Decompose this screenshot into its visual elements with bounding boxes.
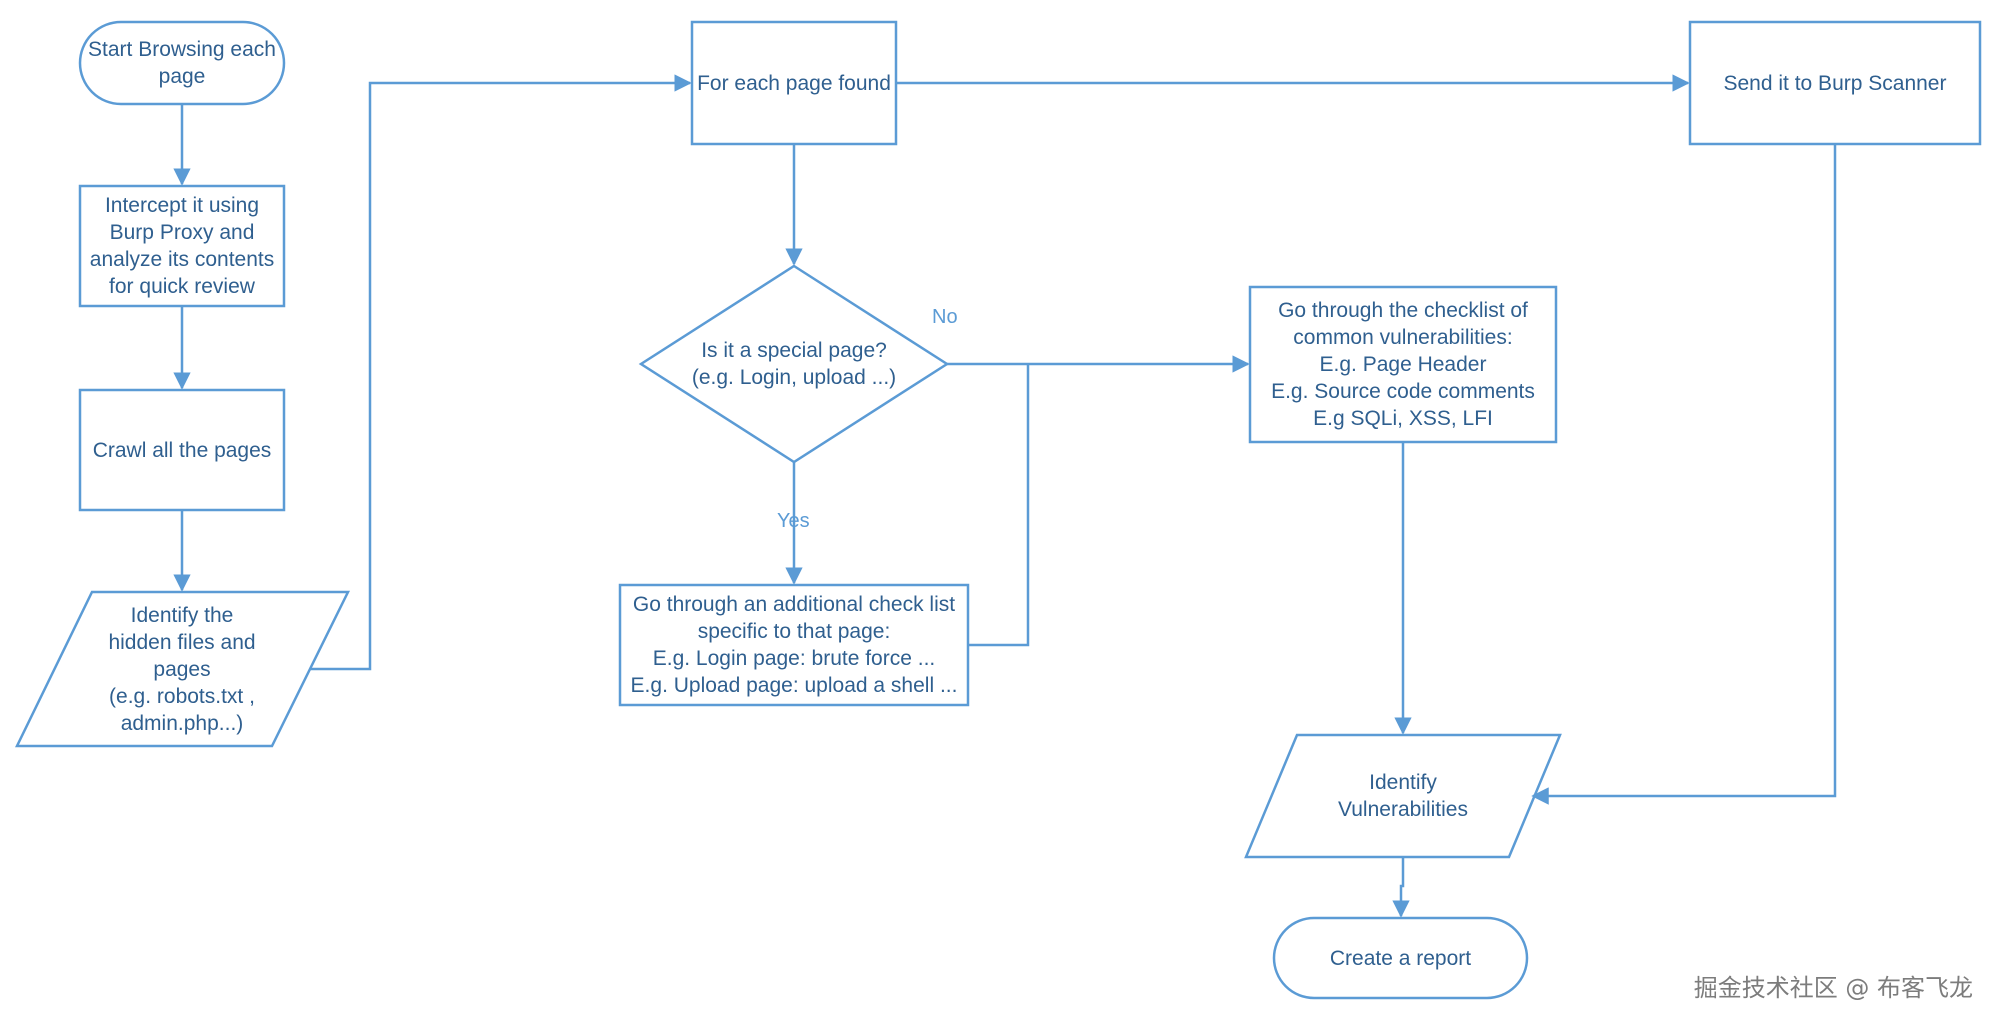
additional-checklist-lines: Go through an additional check list speci… <box>631 591 958 699</box>
start-label: Start Browsing each page <box>80 22 284 104</box>
report-terminator <box>1272 916 1529 1000</box>
text-line: Burp Proxy and <box>109 221 255 244</box>
text-line: Identify <box>1369 771 1437 794</box>
start-lines: Start Browsing each page <box>88 36 276 90</box>
text-line: analyze its contents <box>89 248 275 271</box>
edge-identify-to-report <box>1392 857 1410 918</box>
watermark: 掘金技术社区 @ 布客飞龙 <box>1693 974 1973 1002</box>
crawl-lines: Crawl all the pages <box>93 437 272 464</box>
text-line: E.g. Upload page: upload a shell ... <box>630 674 958 697</box>
edge-additional-to-merge <box>968 364 1030 647</box>
text-line: E.g. Source code comments <box>1271 380 1535 403</box>
text-line: pages <box>153 657 211 681</box>
text-line: Go through an additional check list <box>632 593 956 616</box>
text-line: admin.php...) <box>120 711 244 735</box>
text-line: E.g. Login page: brute force ... <box>652 647 936 670</box>
hidden-files-parallelogram <box>15 590 351 748</box>
text-line: Crawl all the pages <box>92 438 272 462</box>
report-label: Create a report <box>1274 918 1527 998</box>
report-lines: Create a report <box>1330 945 1471 972</box>
text-line: E.g SQLi, XSS, LFI <box>1313 407 1493 430</box>
text-line: page <box>158 65 206 88</box>
crawl-label: Crawl all the pages <box>80 390 284 510</box>
special-page-lines: Is it a special page? (e.g. Login, upload… <box>692 337 896 391</box>
text-line: E.g. Page Header <box>1319 353 1487 376</box>
identify-vulnerabilities-parallelogram <box>1244 733 1562 859</box>
common-checklist-label: Go through the checklist of common vulner… <box>1250 287 1556 442</box>
edge-label-no: No <box>932 306 958 328</box>
each-page-lines: For each page found <box>697 70 891 97</box>
text-line: For each page found <box>697 71 891 95</box>
text-line: Go through the checklist of <box>1278 299 1528 322</box>
text-line: Create a report <box>1329 946 1472 970</box>
text-line: for quick review <box>109 275 255 298</box>
edge-label-yes: Yes <box>777 510 810 532</box>
text-line: Vulnerabilities <box>1338 798 1468 821</box>
text-line: (e.g. robots.txt , <box>109 684 255 708</box>
text-line: Send it to Burp Scanner <box>1723 71 1947 95</box>
text-line: (e.g. Login, upload ...) <box>691 366 897 389</box>
text-line: Intercept it using <box>104 194 260 217</box>
common-checklist-lines: Go through the checklist of common vulner… <box>1271 297 1535 432</box>
text-line: hidden files and <box>108 630 256 654</box>
text-line: specific to that page: <box>697 620 891 643</box>
burp-scanner-label: Send it to Burp Scanner <box>1690 22 1980 144</box>
hidden-files-lines: Identify the hidden files and pages (e.g. r… <box>108 602 255 737</box>
text-line: common vulnerabilities: <box>1293 326 1513 349</box>
additional-checklist-label: Go through an additional check list speci… <box>620 585 968 705</box>
text-line: Is it a special page? <box>701 339 887 362</box>
special-page-label: Is it a special page? (e.g. Login, upload… <box>661 330 927 398</box>
each-page-label: For each page found <box>692 22 896 144</box>
text-line: Start Browsing each <box>88 38 276 61</box>
burp-scanner-lines: Send it to Burp Scanner <box>1724 70 1947 97</box>
hidden-files-label: Identify the hidden files and pages (e.g. r… <box>60 592 304 746</box>
edge-scanner-to-identify <box>1531 144 1837 805</box>
text-line: Identify the <box>130 603 234 627</box>
edge-hidden-to-each-page <box>310 74 692 671</box>
